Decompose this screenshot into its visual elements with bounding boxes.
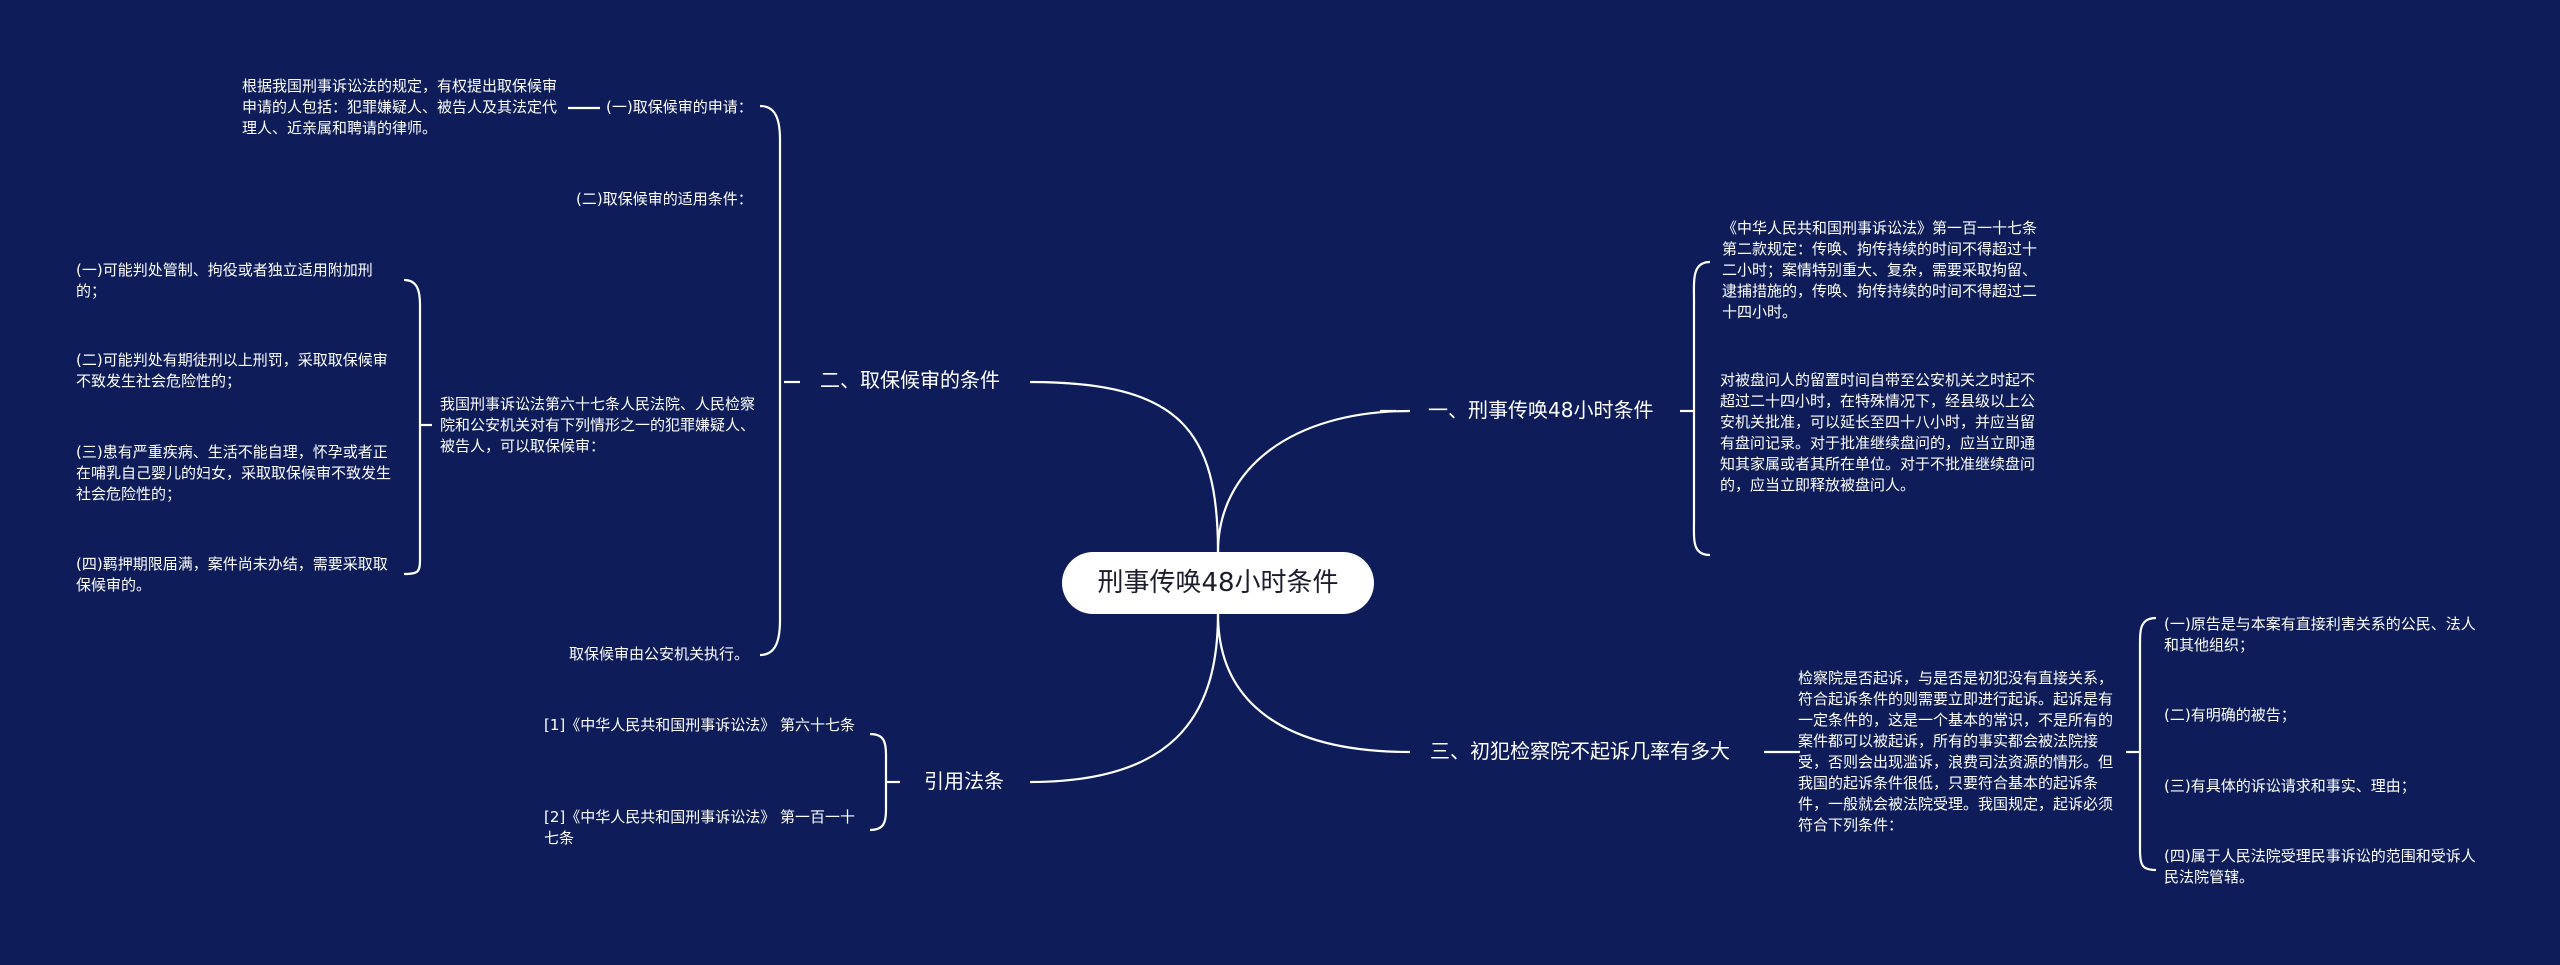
b2-sub3: 取保候审由公安机关执行。 <box>569 645 750 663</box>
link-root-b2 <box>1029 380 1220 553</box>
b1-item-2: 对被盘问人的留置时间自带至公安机关之时起不超过二十四小时，在特殊情况下，经县级以… <box>1720 371 2036 494</box>
b2-condition-4: (四)羁押期限届满，案件尚未办结，需要采取取保候审的。 <box>76 555 388 594</box>
b2-condition-2: (二)可能判处有期徒刑以上刑罚，采取取保候审不致发生社会危险性的； <box>76 351 388 390</box>
branch-b2-label[interactable]: 二、取保候审的条件 <box>820 368 1000 392</box>
b4-item-2: [2]《中华人民共和国刑事诉讼法》 第一百一十七条 <box>544 808 856 847</box>
link-root-b1 <box>1216 409 1411 553</box>
b3-condition-2: (二)有明确的被告； <box>2164 706 2296 724</box>
link-root-b4 <box>1029 613 1220 784</box>
bracket-b2-conditions <box>403 278 422 576</box>
b3-condition-3: (三)有具体的诉讼请求和事实、理由； <box>2164 777 2416 795</box>
b3-condition-4: (四)属于人民法院受理民事诉讼的范围和受诉人民法院管辖。 <box>2164 847 2476 886</box>
link-root-b3 <box>1216 613 1411 754</box>
branch-b3-label[interactable]: 三、初犯检察院不起诉几率有多大 <box>1430 739 1730 763</box>
root-node[interactable]: 刑事传唤48小时条件 <box>1062 552 1374 614</box>
b2-sub1: (一)取保候审的申请： <box>606 98 753 116</box>
branch-b1-label[interactable]: 一、刑事传唤48小时条件 <box>1428 398 1654 422</box>
b2-condition-1: (一)可能判处管制、拘役或者独立适用附加刑的； <box>76 261 373 300</box>
branch-b4-label[interactable]: 引用法条 <box>924 769 1004 793</box>
bracket-b2 <box>759 104 782 657</box>
b3-condition-1: (一)原告是与本案有直接利害关系的公民、法人和其他组织； <box>2164 615 2476 654</box>
bracket-b3 <box>2138 616 2157 872</box>
b2-sub2-detail: 我国刑事诉讼法第六十七条人民法院、人民检察院和公安机关对有下列情形之一的犯罪嫌疑… <box>440 395 756 455</box>
bracket-b4 <box>869 732 888 832</box>
b2-sub2: (二)取保候审的适用条件： <box>576 190 753 208</box>
b2-sub1-detail: 根据我国刑事诉讼法的规定，有权提出取保候审申请的人包括：犯罪嫌疑人、被告人及其法… <box>242 77 558 137</box>
bracket-b1 <box>1692 260 1711 557</box>
b3-detail: 检察院是否起诉，与是否是初犯没有直接关系，符合起诉条件的则需要立即进行起诉。起诉… <box>1798 669 2114 834</box>
b1-item-1: 《中华人民共和国刑事诉讼法》第一百一十七条第二款规定：传唤、拘传持续的时间不得超… <box>1722 219 2038 321</box>
b4-item-1: [1]《中华人民共和国刑事诉讼法》 第六十七条 <box>544 716 856 734</box>
b2-condition-3: (三)患有严重疾病、生活不能自理，怀孕或者正在哺乳自己婴儿的妇女，采取取保候审不… <box>76 443 392 503</box>
